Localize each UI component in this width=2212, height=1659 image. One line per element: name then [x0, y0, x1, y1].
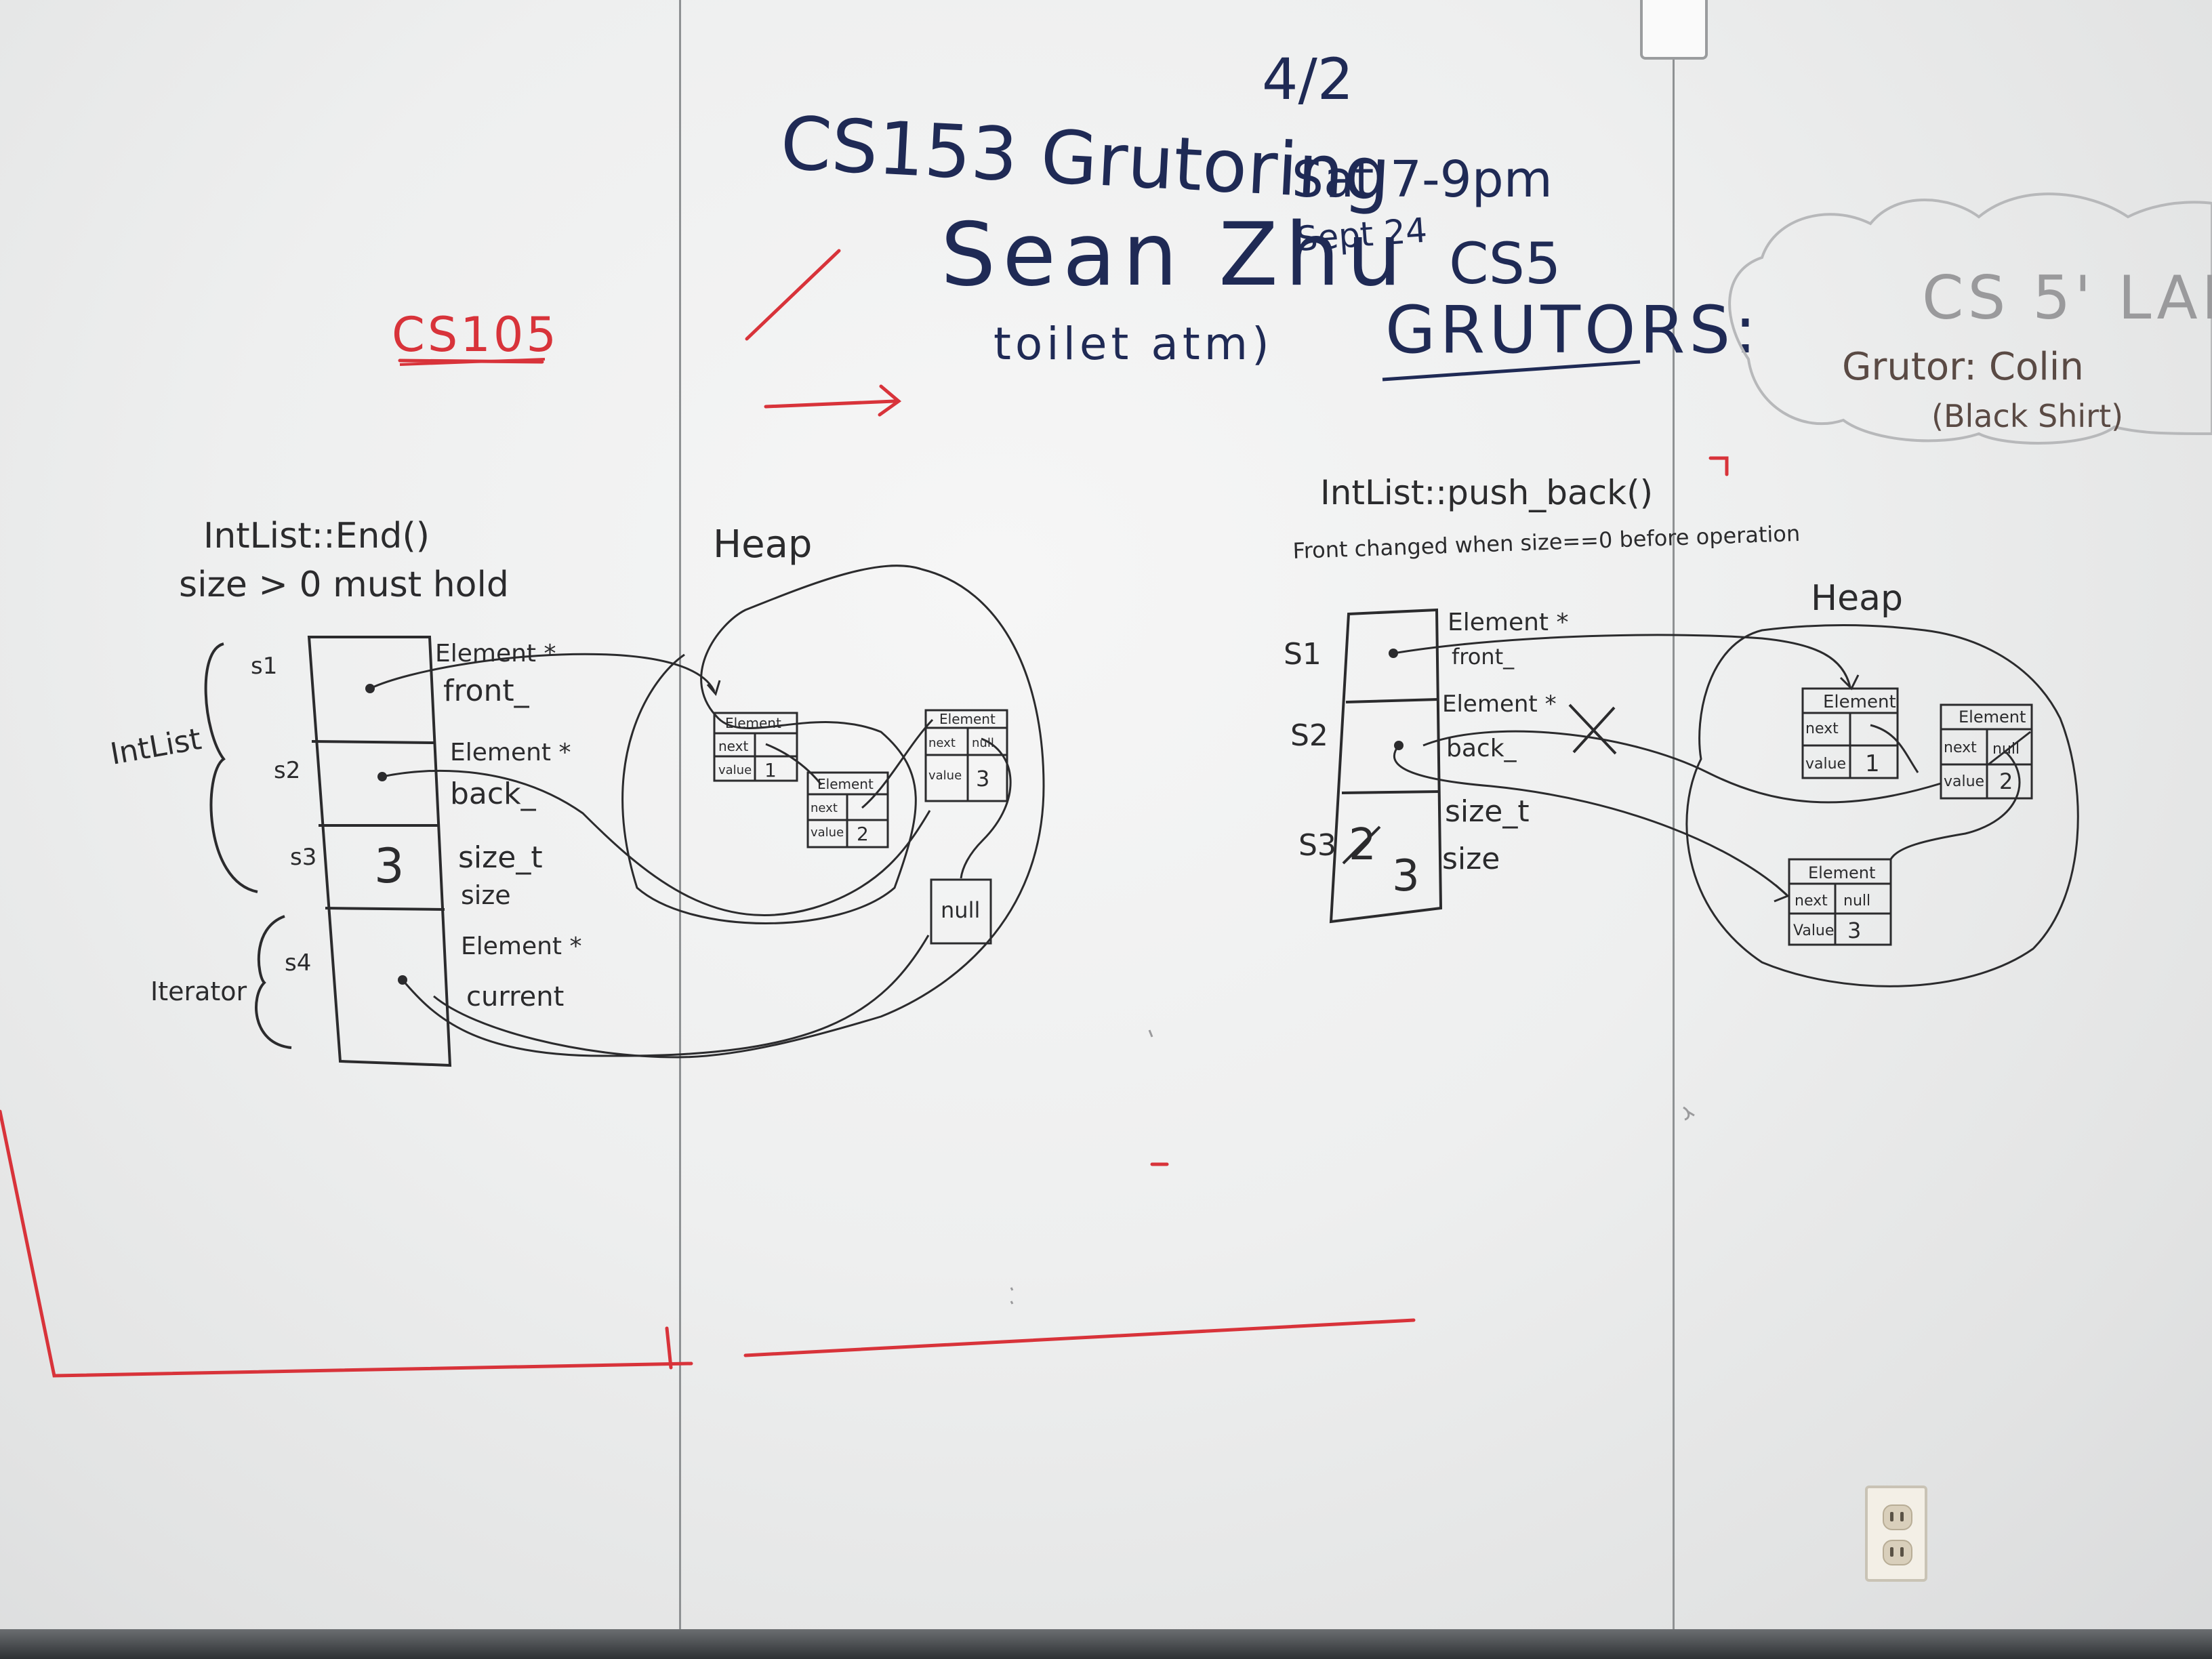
right-new-size: 3 — [1392, 851, 1420, 901]
cs5-label: CS5 — [1449, 230, 1561, 297]
left-field-2-type: size_t — [458, 840, 543, 875]
iterator-group-label: Iterator — [150, 977, 247, 1006]
right-field-2-type: size_t — [1445, 794, 1530, 829]
right-arrows — [1393, 634, 2021, 903]
right-node-1-value: 1 — [1865, 750, 1880, 777]
power-outlet — [1865, 1486, 1927, 1582]
right-heap-outline — [1685, 624, 2079, 987]
left-slot-2: s2 — [274, 757, 300, 784]
left-node-2-next: next — [811, 801, 838, 815]
right-field-1-name: back_ — [1446, 735, 1517, 762]
red-markings — [0, 249, 1729, 1378]
panel-seam-2 — [1673, 0, 1675, 1629]
intlist-group-label: IntList — [108, 722, 204, 772]
left-title: IntList::End() — [203, 516, 430, 556]
left-node-1-title: Element — [725, 715, 781, 731]
right-heap-label: Heap — [1811, 578, 1903, 619]
tutor-note: toilet atm) — [994, 318, 1273, 370]
right-node-2 — [1940, 703, 2033, 800]
right-diagram: IntList::push_back() Front changed when … — [1284, 473, 2079, 987]
left-slot-4: s4 — [285, 949, 311, 977]
left-node-3 — [924, 709, 1008, 802]
left-node-3-value: 3 — [976, 766, 989, 792]
left-node-3-value-label: value — [928, 769, 962, 783]
right-node-3-value: 3 — [1847, 918, 1861, 943]
left-null-label: null — [941, 897, 980, 923]
right-field-0-type: Element * — [1448, 609, 1569, 636]
schedule-days: Sat 7-9pm — [1292, 150, 1553, 209]
right-node-2-value: 2 — [1999, 769, 2013, 794]
left-null-box — [930, 878, 992, 945]
right-node-3-next: next — [1795, 893, 1828, 909]
right-field-0-name: front_ — [1452, 644, 1515, 670]
right-cross-mark — [1568, 703, 1617, 755]
right-title: IntList::push_back() — [1320, 473, 1653, 512]
left-field-3-name: current — [466, 981, 564, 1012]
stray-marks — [1010, 1029, 1695, 1305]
right-slot-2: S2 — [1290, 718, 1328, 753]
left-field-0-type: Element * — [435, 640, 556, 668]
right-node-2-title: Element — [1959, 708, 2026, 726]
right-node-3-title: Element — [1808, 863, 1875, 882]
left-node-2-value: 2 — [857, 823, 869, 845]
right-slot-3: S3 — [1298, 828, 1336, 863]
left-slot-3: s3 — [290, 844, 316, 871]
left-subtitle: size > 0 must hold — [179, 565, 509, 605]
left-node-3-title: Element — [939, 711, 996, 727]
black-shirt: (Black Shirt) — [1931, 398, 2123, 434]
left-heap-label: Heap — [713, 523, 812, 567]
left-node-2-title: Element — [817, 776, 874, 792]
cs5-lab-title: CS 5' LAB — [1922, 263, 2212, 333]
right-stack-table — [1329, 608, 1443, 924]
left-heap-outline — [433, 565, 1045, 1059]
right-slot-1: S1 — [1284, 637, 1322, 672]
cs5-lab-cloud: CS 5' LAB Grutor: Colin (Black Shirt) — [1728, 192, 2212, 445]
left-node-1-next: next — [718, 738, 748, 754]
left-node-1 — [713, 712, 798, 782]
panel-seam-1 — [679, 0, 681, 1629]
right-node-3-value-label: Value — [1793, 922, 1834, 939]
right-node-2-value-label: value — [1944, 773, 1984, 790]
cs105-label: CS105 — [392, 307, 559, 363]
left-node-1-value-label: value — [718, 763, 752, 777]
right-node-1-title: Element — [1823, 692, 1896, 712]
right-subtitle: Front changed when size==0 before operat… — [1292, 520, 1801, 564]
left-diagram: IntList::End() size > 0 must hold s1 s2 … — [108, 516, 1045, 1067]
schedule-date: Sept 24 — [1295, 211, 1429, 259]
right-node-1-value-label: value — [1805, 756, 1846, 773]
socket-bottom — [1883, 1540, 1912, 1565]
grutor-colin: Grutor: Colin — [1842, 345, 2084, 389]
right-field-1-type: Element * — [1442, 691, 1557, 718]
left-slot-1: s1 — [251, 653, 277, 680]
left-field-1-type: Element * — [450, 739, 571, 766]
left-field-0-name: front_ — [443, 674, 530, 708]
right-node-3 — [1788, 858, 1892, 946]
left-node-3-next: next — [928, 736, 956, 750]
left-field-3-type: Element * — [461, 933, 582, 960]
date-fraction: 4/2 — [1262, 46, 1353, 112]
grutors-label: GRUTORS: — [1385, 292, 1761, 368]
left-node-3-null: null — [972, 736, 994, 750]
right-old-size-strike — [1342, 825, 1381, 865]
right-field-2-name: size — [1442, 842, 1500, 876]
left-size-value: 3 — [374, 838, 405, 894]
floor — [0, 1629, 2212, 1659]
right-node-3-null: null — [1843, 893, 1870, 909]
left-arrows — [369, 653, 1012, 1057]
left-field-2-name: size — [461, 880, 511, 910]
right-node-1-next: next — [1805, 720, 1839, 737]
socket-top — [1883, 1504, 1912, 1530]
marker-tray — [1640, 0, 1708, 60]
left-node-1-value: 1 — [764, 759, 777, 781]
left-field-1-name: back_ — [450, 777, 537, 811]
right-node-2-next: next — [1944, 739, 1977, 756]
left-node-2-value-label: value — [811, 825, 844, 840]
tutor-name: Sean Zhu — [941, 205, 1408, 306]
right-node-2-null-strike — [1988, 731, 2031, 766]
